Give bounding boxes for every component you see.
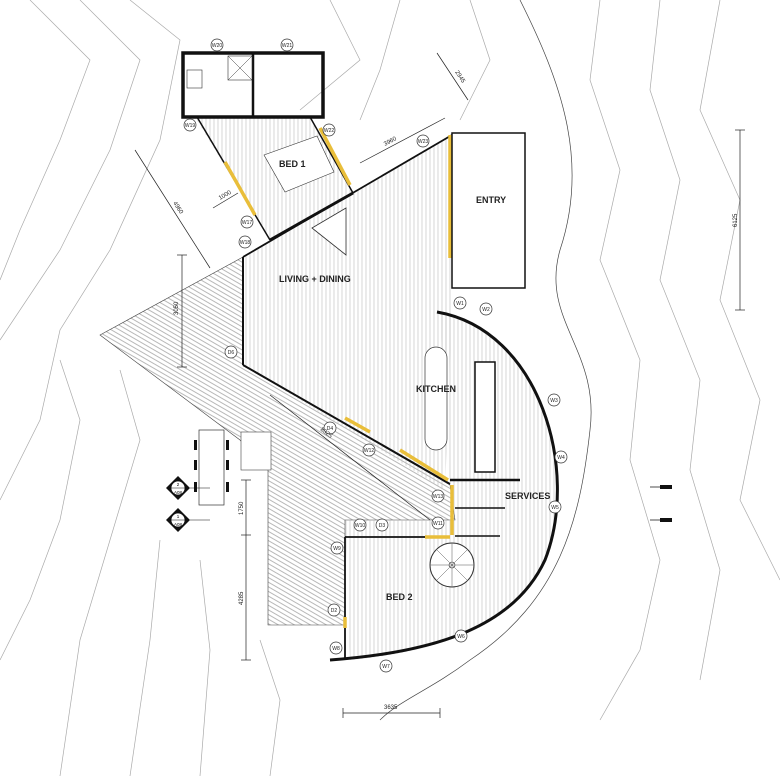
svg-text:W12: W12 [364, 448, 375, 454]
room-label-bed2: BED 2 [386, 592, 413, 602]
svg-text:W18: W18 [240, 240, 251, 246]
svg-text:1000: 1000 [218, 190, 233, 202]
svg-text:W3: W3 [550, 398, 558, 404]
tag-w2: W2 [479, 302, 493, 316]
dimension-3050: 3050 [174, 254, 187, 368]
tag-w6: W6 [454, 629, 468, 643]
dimension-6125: 6125 [733, 129, 745, 311]
tag-d2: D2 [327, 603, 341, 617]
svg-text:1750: 1750 [239, 501, 245, 515]
svg-text:W4: W4 [557, 455, 565, 461]
living-floor [243, 135, 452, 490]
svg-text:W11: W11 [433, 521, 443, 527]
svg-text:W5: W5 [551, 505, 559, 511]
svg-text:W21: W21 [282, 43, 293, 49]
room-label-entry: ENTRY [476, 195, 506, 205]
dimension-2945: 2945 [436, 52, 469, 101]
svg-text:D4: D4 [327, 426, 334, 432]
tag-w21: W21 [280, 38, 294, 52]
tag-d6: D6 [224, 345, 238, 359]
svg-text:W20: W20 [212, 43, 223, 49]
dimension-1750: 1750 [239, 479, 251, 536]
tag-w3: W3 [547, 393, 561, 407]
dining-table [194, 429, 229, 506]
tag-w23: W23 [416, 134, 430, 148]
svg-text:W19: W19 [185, 123, 196, 129]
tag-d3: D3 [375, 518, 389, 532]
svg-text:2945: 2945 [453, 70, 466, 85]
svg-text:3050: 3050 [174, 301, 180, 315]
tag-w11: W11 [431, 516, 445, 530]
tag-w13: W13 [431, 489, 445, 503]
tag-d4: D4 [323, 421, 337, 435]
room-label-services: SERVICES [505, 491, 550, 501]
svg-text:W7: W7 [382, 664, 390, 670]
tag-w1: W1 [453, 296, 467, 310]
svg-text:1: 1 [177, 514, 180, 519]
svg-text:W6: W6 [457, 634, 465, 640]
tag-w18: W18 [238, 235, 252, 249]
svg-text:W9: W9 [333, 546, 341, 552]
svg-text:2: 2 [177, 482, 180, 487]
tag-w20: W20 [210, 38, 224, 52]
tag-w9: W9 [330, 541, 344, 555]
svg-text:A08: A08 [174, 522, 183, 527]
room-label-kitchen: KITCHEN [416, 384, 456, 394]
dimension-3635: 3635 [342, 705, 441, 718]
section-marker-2[interactable]: 2 A08 [166, 476, 210, 500]
svg-text:W1: W1 [456, 301, 464, 307]
roof-void [311, 207, 347, 256]
svg-text:W23: W23 [418, 139, 429, 145]
svg-text:W2: W2 [482, 307, 490, 313]
svg-text:D2: D2 [331, 608, 338, 614]
svg-text:D3: D3 [379, 523, 386, 529]
spiral-stair [429, 542, 475, 588]
section-marker-1[interactable]: 1 A08 [166, 508, 210, 532]
room-label-living: LIVING + DINING [279, 274, 351, 284]
room-label-bed1: BED 1 [279, 159, 306, 169]
dimension-3960: 3960 [359, 117, 446, 164]
svg-text:3635: 3635 [384, 705, 398, 711]
svg-text:W10: W10 [355, 523, 366, 529]
svg-text:4960: 4960 [171, 201, 184, 216]
kitchen-island [424, 346, 448, 451]
kitchen-counter [474, 361, 496, 473]
svg-text:W13: W13 [433, 494, 444, 500]
tag-w7: W7 [379, 659, 393, 673]
tag-w10: W10 [353, 518, 367, 532]
dimension-4285: 4285 [239, 535, 251, 661]
tag-w19: W19 [183, 118, 197, 132]
tag-w8: W8 [329, 641, 343, 655]
tag-w4: W4 [554, 450, 568, 464]
svg-text:W17: W17 [242, 220, 253, 226]
curved-wall [329, 310, 559, 662]
dimension-4960: 4960 [134, 149, 211, 269]
svg-text:W22: W22 [324, 128, 335, 134]
dimension-lines: 2945 3960 1000 4960 3050 8325 1750 4285 … [134, 52, 745, 718]
tag-w5: W5 [548, 500, 562, 514]
svg-text:W8: W8 [332, 646, 340, 652]
entry-room [451, 132, 526, 289]
svg-text:D6: D6 [228, 350, 235, 356]
section-cut-marks [650, 485, 672, 522]
svg-text:6125: 6125 [733, 213, 739, 227]
bed1-wing [181, 51, 354, 241]
svg-text:3960: 3960 [383, 136, 398, 148]
tag-w22: W22 [322, 123, 336, 137]
bed1-bed [263, 135, 335, 193]
tag-w12: W12 [362, 443, 376, 457]
svg-text:A08: A08 [174, 490, 183, 495]
deck-stairs [240, 431, 272, 471]
svg-text:4285: 4285 [239, 591, 245, 605]
tag-w17: W17 [240, 215, 254, 229]
dimension-1000: 1000 [212, 190, 239, 209]
